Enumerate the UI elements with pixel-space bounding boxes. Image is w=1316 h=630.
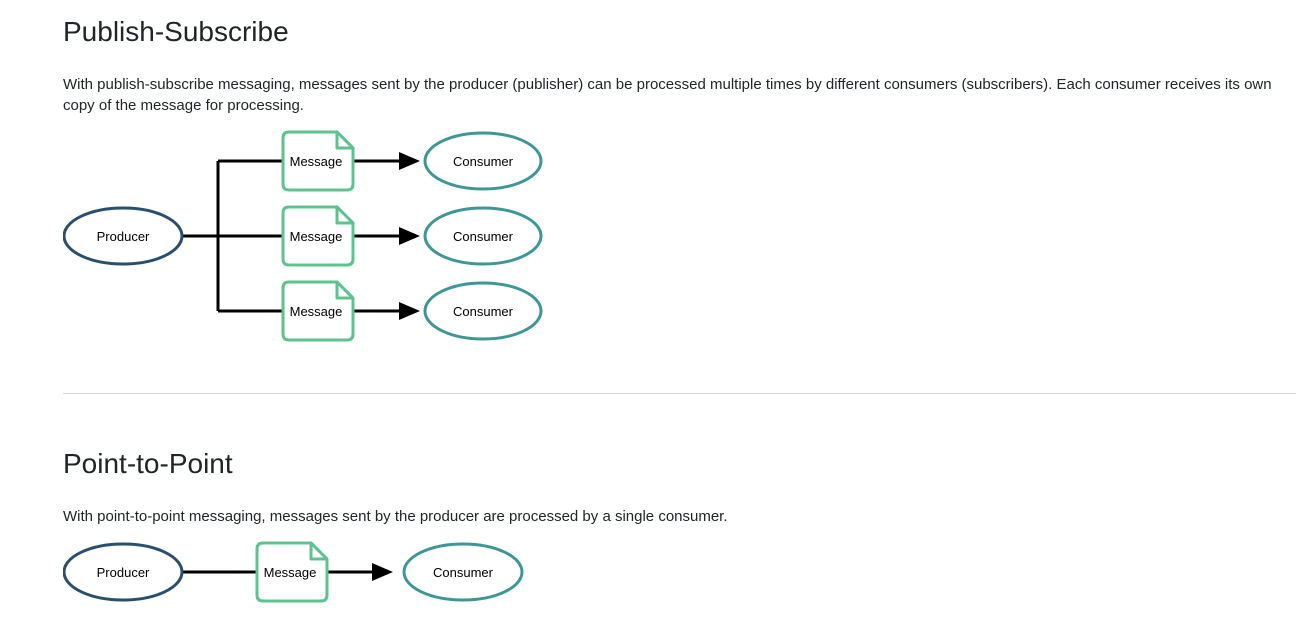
- consumer-label: Consumer: [453, 154, 514, 169]
- producer-label: Producer: [97, 565, 150, 580]
- message-node-3: Message: [281, 280, 355, 342]
- consumer-label: Consumer: [433, 565, 494, 580]
- message-label: Message: [290, 304, 343, 319]
- arrowhead-consumer3: [399, 302, 420, 320]
- message-label: Message: [264, 565, 317, 580]
- arrowhead-consumer: [372, 563, 393, 581]
- message-fold-corner: [335, 130, 355, 150]
- section-point-to-point: Point-to-Point With point-to-point messa…: [63, 446, 1296, 609]
- publish-subscribe-paragraph: With publish-subscribe messaging, messag…: [63, 76, 1272, 114]
- message-fold-corner: [335, 280, 355, 300]
- message-node: Message: [255, 541, 329, 603]
- consumer-label: Consumer: [453, 229, 514, 244]
- point-to-point-diagram: Producer Message Consumer: [63, 541, 524, 603]
- consumer-label: Consumer: [453, 304, 514, 319]
- consumer-shape-3: [423, 281, 543, 341]
- section-publish-subscribe: Publish-Subscribe With publish-subscribe…: [63, 14, 1296, 352]
- producer-shape: [63, 542, 184, 602]
- message-node-1: Message: [281, 130, 355, 192]
- point-to-point-heading: Point-to-Point: [63, 448, 233, 479]
- publish-subscribe-diagram: Producer Message Message Messag: [63, 130, 543, 342]
- page-content: Publish-Subscribe With publish-subscribe…: [63, 14, 1296, 609]
- point-to-point-paragraph: With point-to-point messaging, messages …: [63, 508, 728, 525]
- producer-shape: [63, 206, 184, 266]
- consumer-shape: [402, 542, 524, 602]
- message-node-2: Message: [281, 205, 355, 267]
- arrowhead-consumer1: [399, 152, 420, 170]
- message-label: Message: [290, 154, 343, 169]
- consumer-shape-2: [423, 206, 543, 266]
- message-fold-corner: [335, 205, 355, 225]
- message-fold-corner: [309, 541, 329, 561]
- publish-subscribe-heading: Publish-Subscribe: [63, 16, 289, 47]
- section-divider: [63, 393, 1296, 394]
- producer-label: Producer: [97, 229, 150, 244]
- message-label: Message: [290, 229, 343, 244]
- consumer-shape-1: [423, 131, 543, 191]
- arrowhead-consumer2: [399, 227, 420, 245]
